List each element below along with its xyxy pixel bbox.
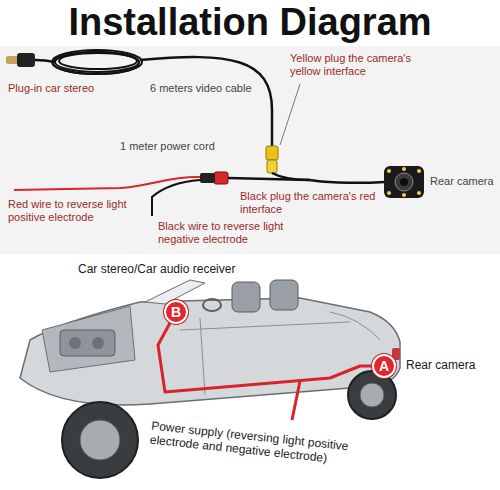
car-illustration: [42, 306, 135, 372]
callout-label: Plug-in car stereo: [8, 82, 94, 94]
car-illustration: [60, 330, 115, 356]
car-illustration: [20, 280, 400, 478]
leader-line: [280, 84, 300, 145]
label-box: Rear camera: [406, 358, 494, 372]
callout-letter: A: [379, 358, 389, 374]
car-illustration: [360, 383, 384, 407]
car-illustration: [92, 337, 104, 349]
cable-coil: [52, 50, 142, 74]
cable-coil: [52, 50, 142, 74]
rear-camera-icon: [400, 178, 408, 186]
car-illustration: [232, 282, 260, 312]
cable-coil: [53, 52, 139, 74]
rear-camera-icon: [384, 166, 424, 198]
camera-cable: [228, 173, 385, 183]
wiring-line: [158, 323, 372, 392]
label-box: Black wire to reverse light negative ele…: [158, 220, 308, 246]
callout-label: Black wire to reverse light negative ele…: [158, 220, 283, 245]
callout-label: Yellow plug the camera's yellow interfac…: [290, 52, 411, 77]
yellow-rca: [266, 146, 278, 173]
label-box: Car stereo/Car audio receiver: [78, 262, 298, 276]
car-illustration: [20, 298, 400, 405]
callout-label: 1 meter power cord: [120, 140, 215, 152]
audio-jack: [17, 53, 35, 67]
car-illustration: [69, 337, 81, 349]
power-lead: [292, 381, 300, 420]
callout-circle: B: [164, 300, 188, 324]
callout-label: Rear camera: [406, 358, 475, 372]
rear-camera-icon: [417, 169, 421, 173]
power-cord: [152, 180, 200, 216]
power-cord: [14, 177, 200, 216]
car-illustration: [330, 312, 380, 340]
video-cable: [140, 57, 272, 148]
yellow-rca: [266, 146, 278, 160]
power-plug: [214, 172, 228, 184]
rear-camera-icon: [402, 167, 406, 171]
callout-label: Black plug the camera's red interface: [240, 190, 375, 215]
car-illustration: [348, 371, 396, 419]
car-illustration: [62, 402, 138, 478]
label-box: Yellow plug the camera's yellow interfac…: [290, 52, 440, 78]
callout-letter: B: [171, 304, 181, 320]
label-box: Power supply (reversing light positive e…: [149, 419, 371, 471]
video-cable: [140, 57, 272, 148]
callout-label: 6 meters video cable: [150, 82, 252, 94]
audio-jack: [6, 53, 55, 67]
label-box: 1 meter power cord: [120, 140, 230, 153]
power-cord: [14, 177, 200, 190]
rear-camera-icon: [402, 193, 406, 197]
car-illustration: [270, 280, 298, 310]
power-plug: [200, 172, 228, 184]
callout-label: Rear camera: [430, 175, 494, 187]
label-box: 6 meters video cable: [150, 82, 260, 95]
leader-line: [280, 84, 300, 145]
wiring-connector: [158, 323, 372, 392]
camera-cable: [310, 180, 385, 183]
power-plug: [200, 173, 215, 183]
car-illustration: [200, 318, 205, 395]
power-lead: [292, 381, 300, 420]
rear-camera-icon: [384, 166, 424, 198]
title-box: Installation Diagram: [0, 0, 500, 44]
audio-jack: [6, 56, 18, 64]
rear-camera-icon: [395, 173, 413, 191]
label-box: Plug-in car stereo: [8, 82, 128, 95]
rear-camera-icon: [387, 191, 391, 195]
label-box: Red wire to reverse light positive elect…: [8, 198, 143, 224]
top-panel: [0, 46, 500, 254]
callout-label: Red wire to reverse light positive elect…: [8, 198, 127, 223]
title: Installation Diagram: [68, 1, 431, 43]
car-illustration: [80, 420, 120, 460]
label-box: Black plug the camera's red interface: [240, 190, 390, 216]
label-box: Rear camera: [430, 175, 496, 188]
car-illustration: [203, 299, 221, 311]
rear-camera-icon: [417, 191, 421, 195]
car-illustration: [180, 322, 350, 330]
camera-cable: [228, 178, 310, 180]
rear-camera-icon: [387, 169, 391, 173]
callout-label: Power supply (reversing light positive e…: [149, 419, 349, 466]
callout-circle: A: [372, 354, 396, 378]
yellow-rca: [267, 160, 277, 173]
callout-label: Car stereo/Car audio receiver: [78, 262, 235, 276]
